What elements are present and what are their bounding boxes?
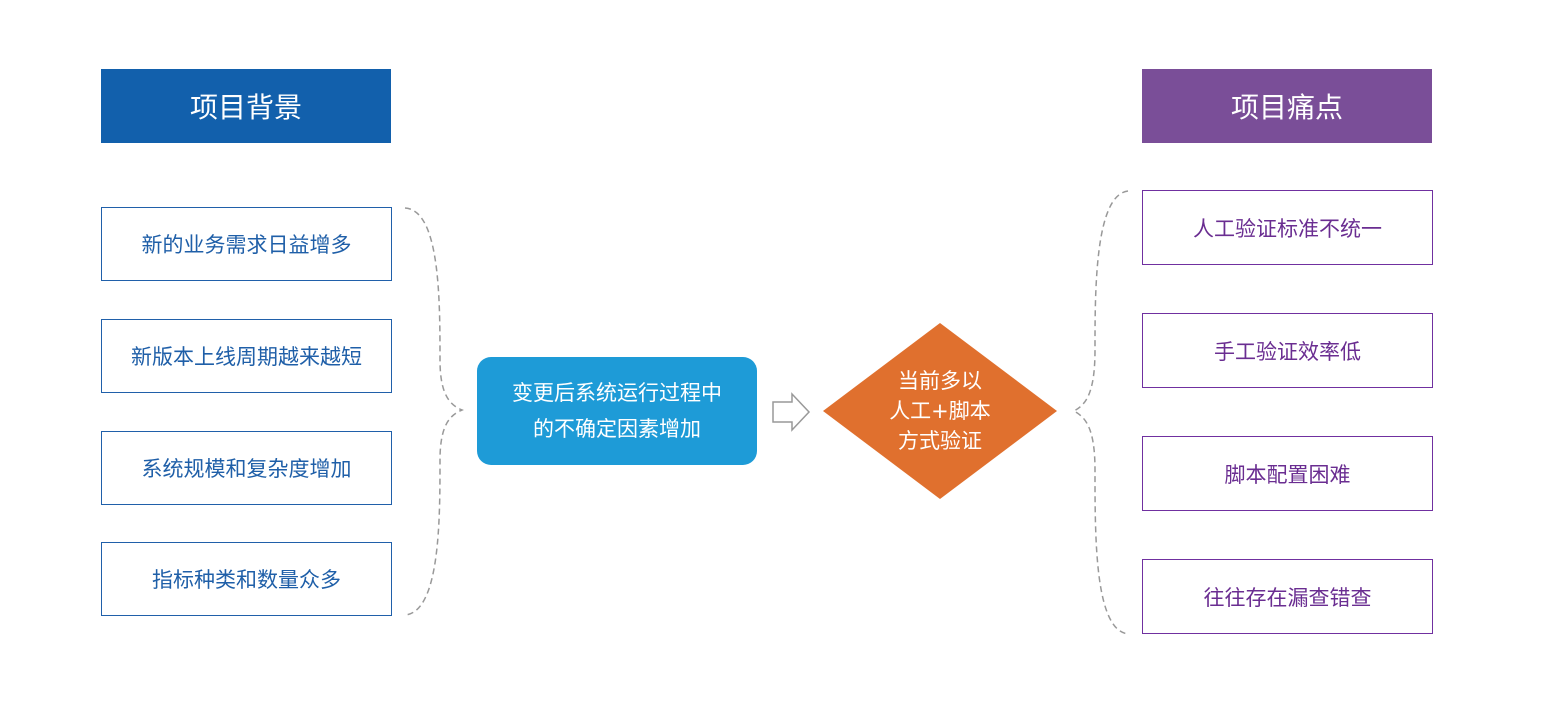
diamond-line: 当前多以 [898,369,982,393]
background-item: 系统规模和复杂度增加 [101,431,392,505]
background-item: 新的业务需求日益增多 [101,207,392,281]
center-box: 变更后系统运行过程中 的不确定因素增加 [477,357,757,465]
pain-item: 人工验证标准不统一 [1142,190,1433,265]
right-brace [1072,190,1129,635]
diamond-text: 当前多以 人工+脚本 方式验证 [850,360,1030,462]
diamond-line: 人工+脚本 [889,399,991,423]
left-brace [404,207,464,616]
background-item: 新版本上线周期越来越短 [101,319,392,393]
decision-diamond [823,323,1057,499]
center-box-line: 的不确定因素增加 [533,417,701,441]
pain-item: 手工验证效率低 [1142,313,1433,388]
center-box-line: 变更后系统运行过程中 [512,381,722,405]
background-item: 指标种类和数量众多 [101,542,392,616]
right-header: 项目痛点 [1142,69,1432,143]
pain-item: 脚本配置困难 [1142,436,1433,511]
pain-item: 往往存在漏查错查 [1142,559,1433,634]
arrow-right-icon [772,392,811,432]
left-header: 项目背景 [101,69,391,143]
diamond-line: 方式验证 [898,429,982,453]
